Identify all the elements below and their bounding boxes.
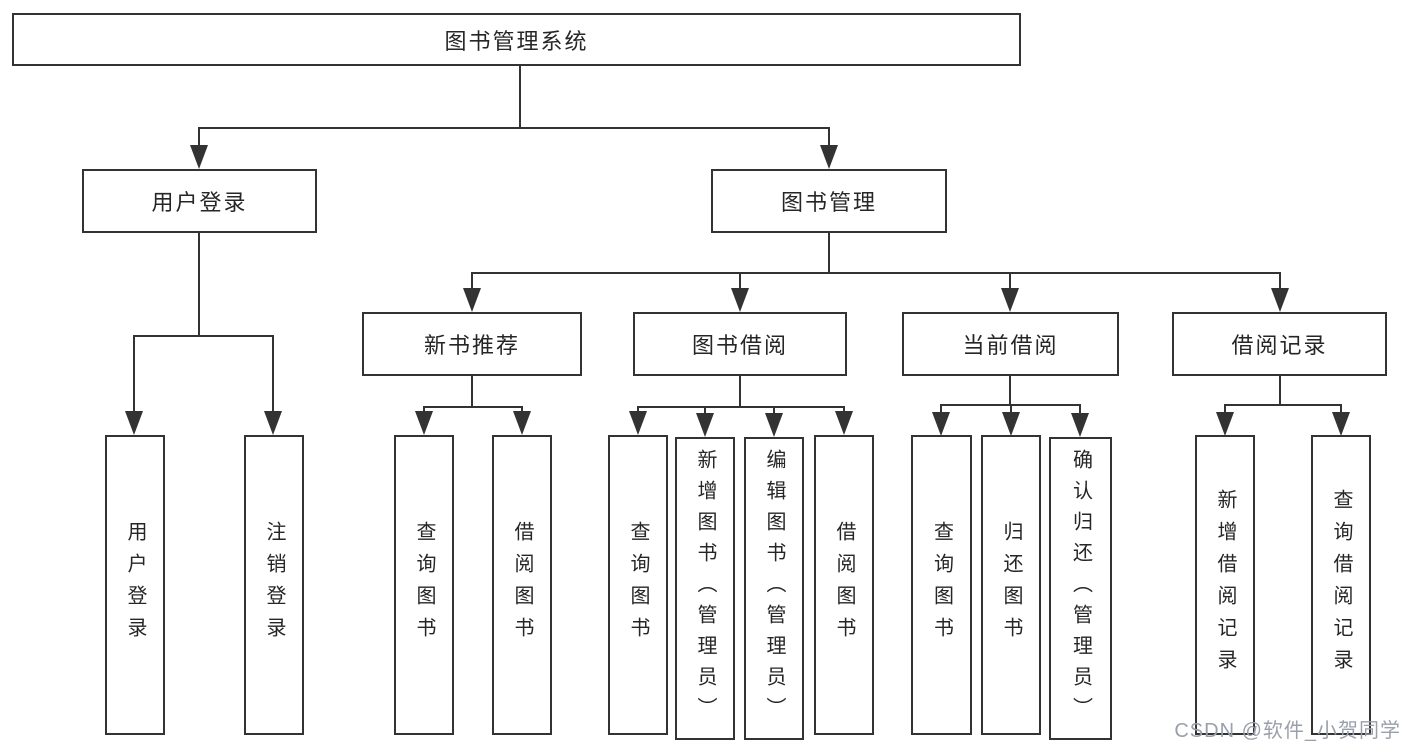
connector-drop-book-management (828, 127, 830, 149)
node-label: 图书管理 (780, 190, 877, 215)
connector-bookborrow-rail (637, 406, 845, 408)
node-book-management: 图书管理 (711, 169, 947, 233)
node-label: 新增图书（管理员） (694, 449, 716, 728)
node-label: 图书管理系统 (444, 28, 589, 54)
node-leaf-return-books: 归还图书 (981, 435, 1041, 735)
connector-drop-current-borrow (1009, 272, 1011, 290)
node-leaf-borrow-books-2: 借阅图书 (814, 435, 874, 735)
node-leaf-add-borrow-record: 新增借阅记录 (1195, 435, 1255, 735)
arrow-down-icon (415, 411, 433, 435)
connector-drop (773, 406, 775, 414)
arrow-down-icon (1271, 288, 1289, 312)
connector-borrowrecord-stem (1279, 376, 1281, 405)
connector-root-stem (519, 66, 521, 128)
arrow-down-icon (1001, 288, 1019, 312)
connector-drop (1010, 404, 1012, 413)
node-label: 查询图书 (413, 521, 435, 649)
connector-bookborrow-stem (739, 376, 741, 407)
node-current-borrowing: 当前借阅 (902, 312, 1119, 376)
connector-borrowrecord-rail (1224, 404, 1342, 406)
connector-drop (423, 406, 425, 414)
node-library-management-system: 图书管理系统 (12, 13, 1021, 66)
connector-newbook-rail (423, 406, 523, 408)
node-leaf-borrow-books-1: 借阅图书 (492, 435, 552, 735)
connector-drop (1340, 404, 1342, 413)
node-user-login: 用户登录 (82, 169, 317, 233)
node-borrowing-records: 借阅记录 (1172, 312, 1387, 376)
node-label: 查询图书 (627, 521, 649, 649)
node-label: 图书借阅 (691, 333, 788, 358)
node-label: 新书推荐 (423, 333, 520, 358)
arrow-down-icon (264, 411, 282, 435)
node-label: 注销登录 (263, 521, 285, 649)
node-leaf-confirm-return-admin: 确认归还（管理员） (1049, 437, 1112, 740)
connector-root-rail (198, 127, 830, 129)
connector-drop (1224, 404, 1226, 413)
arrow-down-icon (1002, 412, 1020, 436)
connector-drop-login (133, 335, 135, 413)
node-leaf-user-login: 用户登录 (105, 435, 165, 735)
arrow-down-icon (1071, 413, 1089, 437)
node-label: 查询借阅记录 (1330, 489, 1352, 681)
arrow-down-icon (932, 412, 950, 436)
connector-drop-borrow-record (1279, 272, 1281, 290)
connector-bookmgmt-rail (471, 272, 1281, 274)
node-new-book-recommendation: 新书推荐 (362, 312, 582, 376)
arrow-down-icon (820, 145, 838, 169)
node-label: 归还图书 (1000, 521, 1022, 649)
arrow-down-icon (190, 145, 208, 169)
node-label: 查询图书 (930, 521, 953, 649)
arrow-down-icon (765, 413, 783, 437)
watermark-text: CSDN @软件_小贺同学 (1174, 720, 1401, 742)
node-leaf-query-borrow-record: 查询借阅记录 (1311, 435, 1371, 735)
arrow-down-icon (1216, 412, 1234, 436)
arrow-down-icon (463, 288, 481, 312)
connector-drop (940, 404, 942, 413)
arrow-down-icon (835, 411, 853, 435)
node-label: 借阅图书 (833, 521, 855, 649)
connector-drop (637, 406, 639, 414)
arrow-down-icon (629, 411, 647, 435)
connector-userlogin-stem (198, 233, 200, 336)
node-label: 编辑图书（管理员） (763, 449, 785, 728)
connector-newbook-stem (471, 376, 473, 407)
arrow-down-icon (1332, 412, 1350, 436)
connector-bookmgmt-stem (828, 233, 830, 273)
connector-drop-new-book (471, 272, 473, 290)
node-leaf-logout: 注销登录 (244, 435, 304, 735)
connector-drop (1079, 404, 1081, 413)
node-leaf-add-books-admin: 新增图书（管理员） (675, 437, 735, 740)
node-label: 用户登录 (151, 190, 248, 215)
connector-drop (704, 406, 706, 414)
node-leaf-query-books-3: 查询图书 (911, 435, 972, 735)
node-leaf-edit-books-admin: 编辑图书（管理员） (744, 437, 804, 740)
node-leaf-query-books-1: 查询图书 (394, 435, 454, 735)
arrow-down-icon (513, 411, 531, 435)
node-leaf-query-books-2: 查询图书 (608, 435, 668, 735)
node-label: 新增借阅记录 (1214, 489, 1236, 681)
arrow-down-icon (696, 413, 714, 437)
connector-drop (521, 406, 523, 414)
connector-drop-book-borrow (739, 272, 741, 290)
connector-currentborrow-stem (1009, 376, 1011, 405)
node-book-borrowing: 图书借阅 (633, 312, 847, 376)
node-label: 当前借阅 (962, 333, 1059, 358)
connector-drop-logout (272, 335, 274, 413)
arrow-down-icon (125, 411, 143, 435)
node-label: 用户登录 (124, 521, 146, 649)
node-label: 借阅图书 (511, 521, 533, 649)
arrow-down-icon (731, 288, 749, 312)
node-label: 借阅记录 (1231, 333, 1328, 358)
connector-drop-user-login (198, 127, 200, 149)
node-label: 确认归还（管理员） (1069, 449, 1092, 728)
connector-userlogin-rail (133, 335, 274, 337)
connector-drop (843, 406, 845, 414)
